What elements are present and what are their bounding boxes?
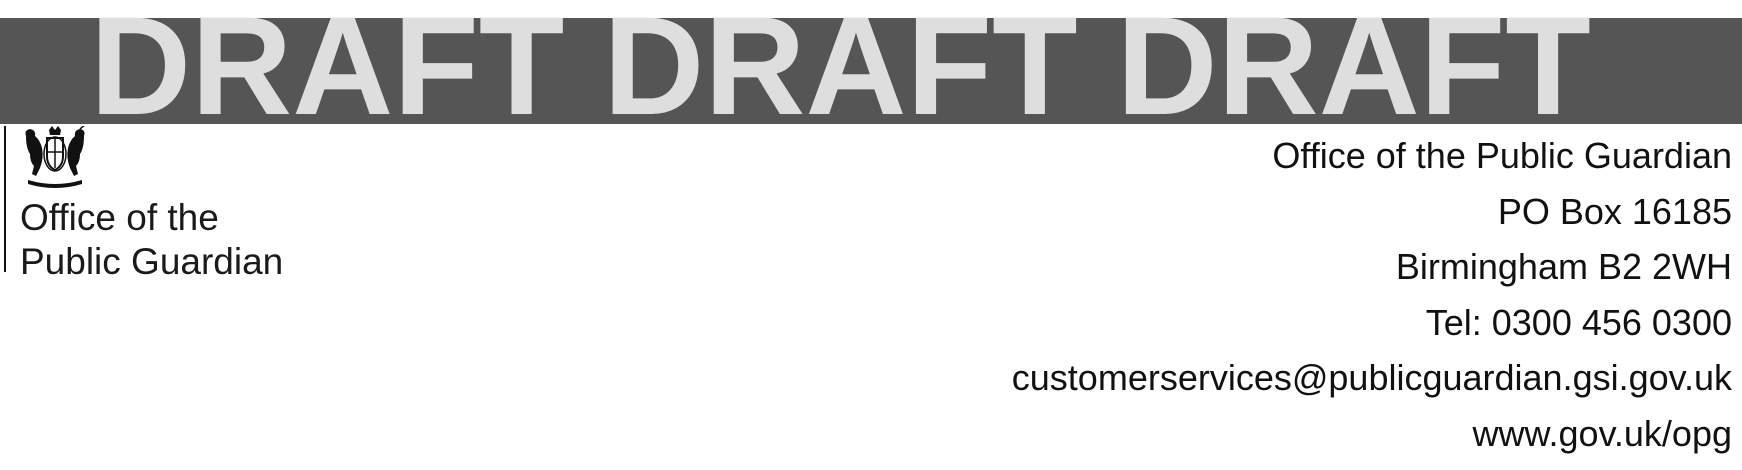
address-website: www.gov.uk/opg	[1472, 412, 1732, 454]
opg-logo: Office of the Public Guardian	[0, 126, 320, 282]
logo-rule	[4, 126, 6, 272]
logo-wordmark: Office of the Public Guardian	[20, 196, 283, 284]
address-block: Office of the Public Guardian PO Box 161…	[1012, 128, 1732, 461]
address-phone: Tel: 0300 456 0300	[1425, 301, 1732, 343]
address-organisation: Office of the Public Guardian	[1272, 135, 1732, 176]
address-email: customerservices@publicguardian.gsi.gov.…	[1011, 357, 1732, 398]
royal-coat-of-arms-icon	[25, 126, 85, 188]
draft-watermark-text: DRAFT DRAFT DRAFT	[90, 0, 1591, 144]
logo-line-2: Public Guardian	[20, 241, 284, 282]
draft-banner: DRAFT DRAFT DRAFT	[0, 0, 1742, 136]
address-po-box: PO Box 16185	[1497, 190, 1732, 232]
address-city: Birmingham B2 2WH	[1395, 246, 1732, 287]
logo-line-1: Office of the	[20, 197, 219, 238]
